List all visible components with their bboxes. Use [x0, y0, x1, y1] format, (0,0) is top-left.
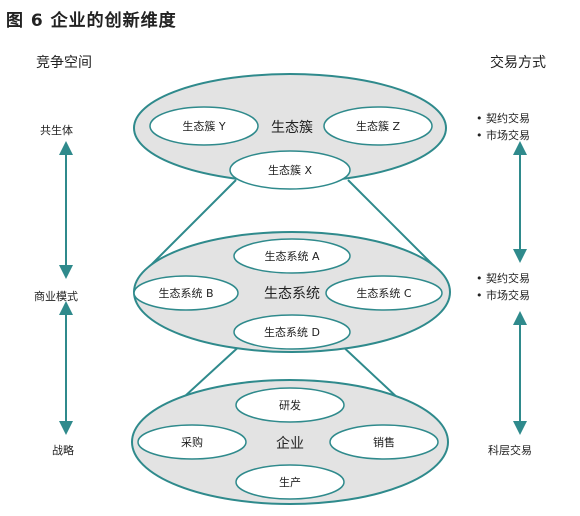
bullet-contract-trade-top: 契约交易: [476, 110, 530, 127]
node-cluster-y-label: 生态簇 Y: [182, 119, 225, 133]
node-system-c-label: 生态系统 C: [356, 286, 411, 300]
connector-top-right: [347, 179, 445, 277]
node-cluster-y: [149, 106, 259, 146]
right-label-hierarchy-trade: 科层交易: [488, 444, 532, 457]
node-cluster-z-label: 生态簇 Z: [356, 119, 400, 133]
right-bullets-middle: 契约交易 市场交易: [476, 270, 530, 304]
center-label-enterprise: 企业: [276, 435, 304, 452]
node-procurement: [137, 424, 247, 460]
node-sales: [329, 424, 439, 460]
node-procurement-label: 采购: [181, 435, 203, 449]
node-rnd-label: 研发: [279, 398, 301, 412]
node-system-a: [233, 238, 351, 274]
ellipse-enterprise: [131, 379, 449, 505]
left-label-business-model: 商业模式: [34, 290, 78, 303]
figure-title: 图 6 企业的创新维度: [6, 11, 177, 31]
right-bullets-top: 契约交易 市场交易: [476, 110, 530, 144]
center-label-cluster: 生态簇: [271, 120, 313, 136]
node-system-d: [233, 314, 351, 350]
bullet-market-trade-middle: 市场交易: [476, 287, 530, 304]
node-cluster-z: [323, 106, 433, 146]
node-system-b: [133, 275, 239, 311]
node-production-label: 生产: [279, 475, 301, 489]
node-system-d-label: 生态系统 D: [264, 325, 320, 339]
node-cluster-x: [229, 150, 351, 190]
left-label-strategy: 战略: [52, 444, 74, 457]
center-label-ecosystem: 生态系统: [264, 286, 320, 302]
node-cluster-x-label: 生态簇 X: [268, 163, 312, 177]
left-column-header: 竞争空间: [36, 55, 92, 71]
node-system-c: [325, 275, 443, 311]
node-system-b-label: 生态系统 B: [158, 286, 213, 300]
node-rnd: [235, 387, 345, 423]
node-production: [235, 464, 345, 500]
left-label-symbiont: 共生体: [40, 124, 73, 137]
connector-top-left: [139, 179, 237, 277]
bullet-contract-trade-middle: 契约交易: [476, 270, 530, 287]
node-sales-label: 销售: [373, 435, 395, 449]
bullet-market-trade-top: 市场交易: [476, 127, 530, 144]
right-column-header: 交易方式: [490, 55, 546, 71]
node-system-a-label: 生态系统 A: [264, 249, 319, 263]
